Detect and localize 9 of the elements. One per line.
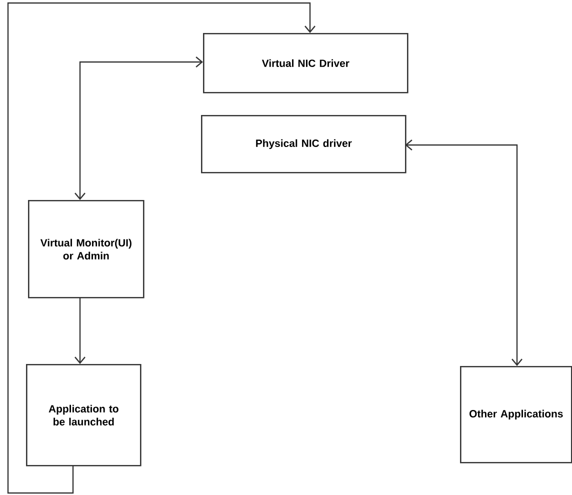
process-box: Virtual NIC Driver bbox=[203, 33, 408, 94]
arrow bbox=[7, 2, 316, 494]
arrow bbox=[74, 56, 203, 200]
process-box: Other Applications bbox=[460, 366, 572, 464]
process-box: Virtual Monitor(UI) or Admin bbox=[28, 200, 144, 298]
arrow bbox=[74, 297, 86, 364]
process-box: Physical NIC driver bbox=[201, 115, 406, 174]
process-box: Application to be launched bbox=[26, 364, 142, 466]
arrow bbox=[405, 140, 522, 366]
